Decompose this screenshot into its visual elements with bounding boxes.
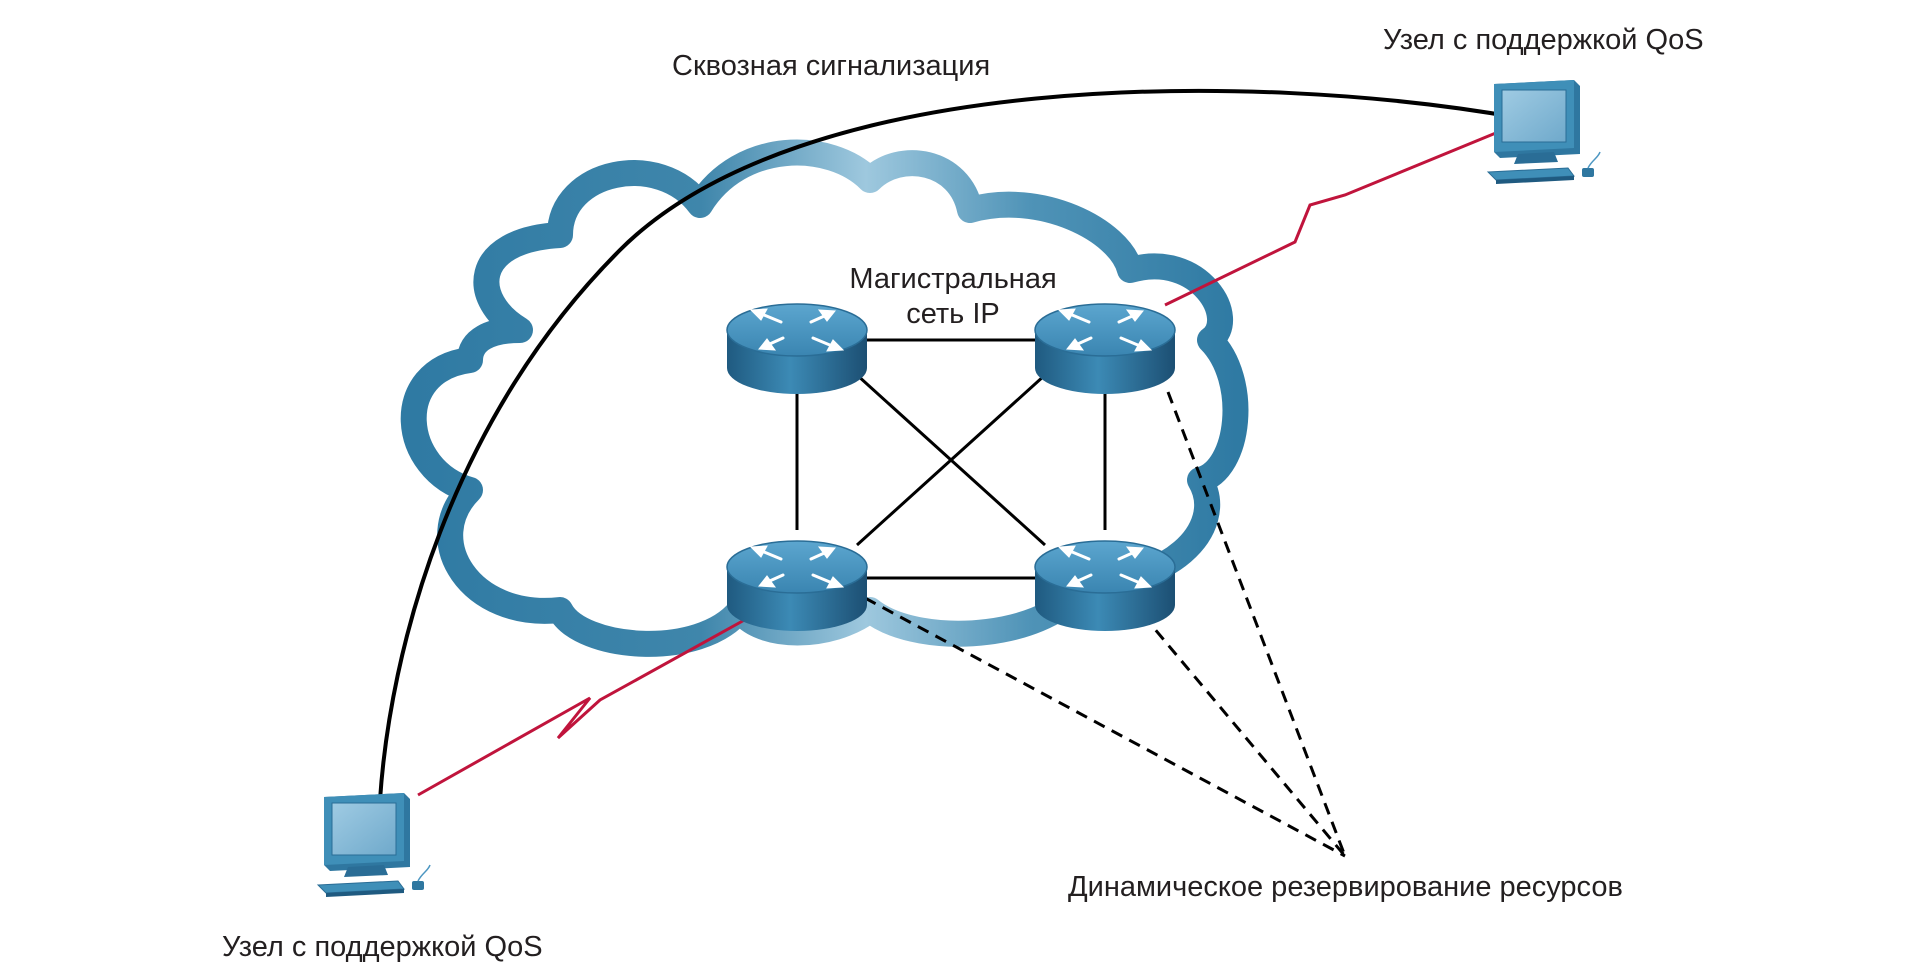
link-diag-2 bbox=[855, 373, 1047, 547]
qos-host-top-label: Узел с поддержкой QoS bbox=[1383, 24, 1704, 56]
router-icon bbox=[725, 302, 869, 396]
backbone-label-line1: Магистральная bbox=[849, 263, 1057, 295]
host-top-right[interactable] bbox=[1487, 79, 1601, 185]
serial-link-top bbox=[1164, 126, 1509, 307]
backbone-label: Магистральная сеть IP bbox=[849, 262, 1056, 332]
backbone-label-line2: сеть IP bbox=[906, 297, 1000, 330]
serial-links bbox=[417, 126, 1509, 797]
end-to-end-signaling-label: Сквозная сигнализация bbox=[672, 50, 991, 82]
router-icon bbox=[1033, 539, 1177, 633]
workstation-icon bbox=[1487, 79, 1601, 185]
host-bottom-left[interactable] bbox=[317, 792, 431, 898]
dynamic-reservation-label: Динамическое резервирование ресурсов bbox=[1068, 871, 1623, 903]
serial-link-bottom bbox=[417, 616, 749, 797]
backbone-links bbox=[795, 338, 1107, 580]
workstation-icon bbox=[317, 792, 431, 898]
router-icon bbox=[725, 539, 869, 633]
reservation-lines bbox=[864, 391, 1347, 858]
router-bottom-left[interactable] bbox=[725, 539, 869, 633]
router-top-left[interactable] bbox=[725, 302, 869, 396]
end-to-end-signaling-line bbox=[378, 88, 1521, 801]
router-bottom-right[interactable] bbox=[1033, 539, 1177, 633]
qos-host-bottom-label: Узел с поддержкой QoS bbox=[222, 931, 543, 963]
